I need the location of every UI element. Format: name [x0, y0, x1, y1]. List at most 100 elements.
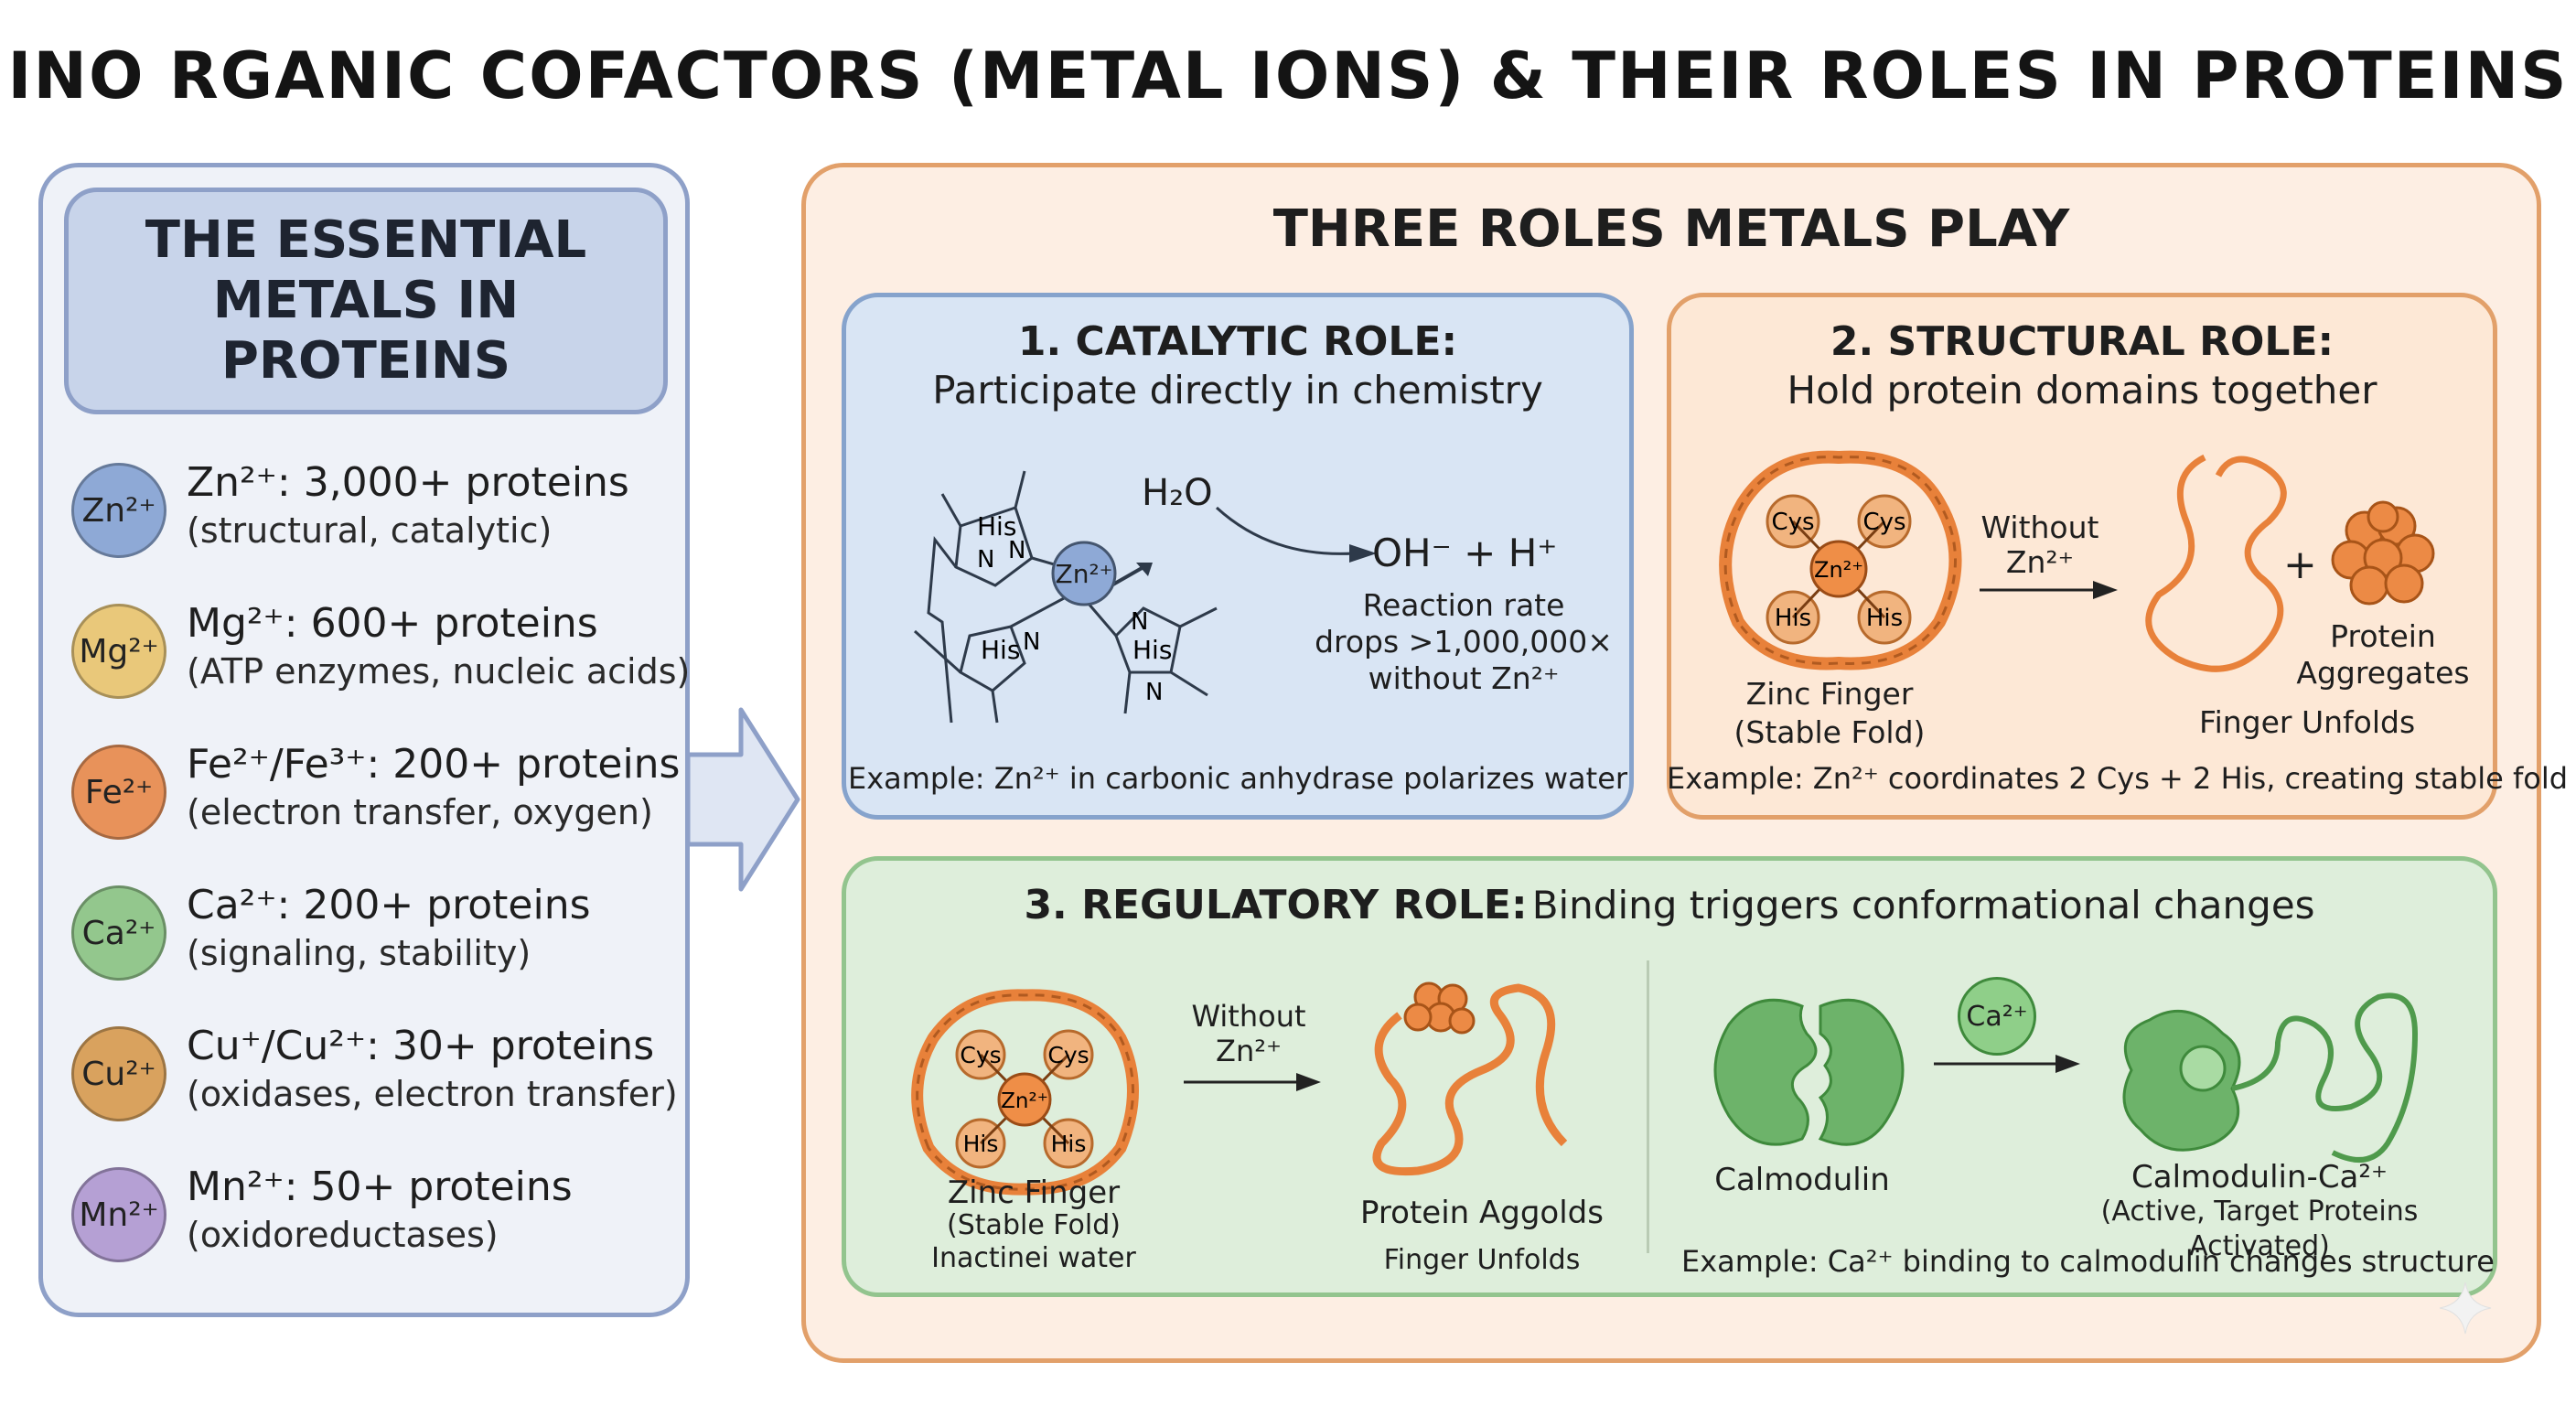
manganese-ion-badge: Mn²⁺ [71, 1167, 166, 1262]
regulatory-example: Example: Ca²⁺ binding to calmodulin chan… [1681, 1244, 2495, 1279]
reaction-products: OH⁻ + H⁺ [1372, 531, 1558, 575]
calmodulin-label: Calmodulin [1714, 1162, 1890, 1198]
regulatory-divider [1647, 960, 1649, 1253]
regulatory-heading: 3. REGULATORY ROLE: Binding triggers con… [842, 882, 2497, 928]
fold-line: Inactinei water [931, 1242, 1136, 1274]
arrow-right-icon [1934, 1055, 2080, 1073]
aggregates-line: Aggregates [2296, 655, 2470, 691]
calmodulin-calcium-complex-icon [2122, 992, 2419, 1163]
his-label: His [1132, 635, 1172, 665]
metal-item-iron: Fe²⁺ Fe²⁺/Fe³⁺: 200+ proteins (electron … [71, 734, 693, 853]
heading-line: PROTEINS [220, 331, 511, 391]
reaction-rate-note: Reaction rate drops >1,000,000× without … [1299, 587, 1628, 697]
n-label: N [1131, 608, 1148, 636]
metal-item-zinc: Zn²⁺ Zn²⁺: 3,000+ proteins (structural, … [71, 452, 693, 571]
n-label: N [977, 546, 994, 574]
heading-line: THE ESSENTIAL [145, 210, 587, 270]
calcium-ion-badge: Ca²⁺ [71, 885, 166, 981]
metal-count: Cu⁺/Cu²⁺: 30+ proteins [187, 1023, 655, 1069]
fold-line: (Stable Fold) [1733, 714, 1926, 750]
rate-line: Reaction rate [1362, 587, 1565, 623]
n-label: N [1023, 628, 1040, 656]
metal-count: Ca²⁺: 200+ proteins [187, 882, 591, 928]
structural-example: Example: Zn²⁺ coordinates 2 Cys + 2 His,… [1667, 761, 2569, 796]
metal-item-manganese: Mn²⁺ Mn²⁺: 50+ proteins (oxidoreductases… [71, 1156, 693, 1275]
zinc-ion-icon [1051, 541, 1117, 606]
cys-label: Cys [1047, 1042, 1089, 1068]
regulatory-title: 3. REGULATORY ROLE: [1024, 882, 1528, 928]
zinc-ion-label: Zn²⁺ [1814, 557, 1863, 583]
without-zinc-label: Without Zn²⁺ [1180, 999, 1317, 1068]
n-label: N [1008, 537, 1025, 564]
his-label: His [981, 635, 1020, 665]
zinc-active-site-diagram: Zn²⁺ His N N His N His N N H₂O [913, 470, 1377, 724]
protein-aggregate-icon [2331, 500, 2435, 606]
zinc-ion-badge: Zn²⁺ [71, 463, 166, 558]
catalytic-title: 1. CATALYTIC ROLE: [1017, 318, 1458, 365]
roles-heading: THREE ROLES METALS PLAY [1272, 199, 2070, 259]
his-label: His [1051, 1131, 1087, 1157]
regulatory-subtitle: Binding triggers conformational changes [1531, 883, 2315, 928]
catalytic-role-box [842, 293, 1634, 820]
fold-line: (Stable Fold) [947, 1209, 1121, 1241]
rate-line: without Zn²⁺ [1368, 660, 1560, 696]
cys-label: Cys [1862, 509, 1905, 536]
zinc-finger-icon: Zn²⁺ Cys Cys His His [911, 989, 1139, 1196]
metal-roles: (oxidases, electron transfer) [187, 1074, 678, 1114]
flow-arrow-icon [685, 707, 800, 892]
active-line: (Active, Target Proteins Activated) [2100, 1196, 2419, 1262]
arrow-right-icon [1184, 1073, 1321, 1091]
without-line: Zn²⁺ [2005, 544, 2075, 580]
metal-item-copper: Cu²⁺ Cu⁺/Cu²⁺: 30+ proteins (oxidases, e… [71, 1015, 693, 1134]
zinc-ion-label: Zn²⁺ [1001, 1089, 1048, 1113]
fold-line: Zinc Finger [1745, 676, 1914, 712]
zinc-ion-label: Zn²⁺ [1056, 559, 1113, 589]
rate-line: drops >1,000,000× [1315, 624, 1613, 660]
magnesium-ion-badge: Mg²⁺ [71, 604, 166, 699]
water-label: H₂O [1142, 472, 1213, 514]
calcium-ion-icon: Ca²⁺ [1958, 977, 2036, 1056]
catalytic-example: Example: Zn²⁺ in carbonic anhydrase pola… [847, 761, 1628, 796]
aggregates-line: Protein [2330, 618, 2436, 654]
sparkle-icon [2439, 1282, 2492, 1335]
without-line: Zn²⁺ [1216, 1034, 1282, 1068]
zinc-finger-icon: Zn²⁺ Cys Cys His His [1719, 450, 1962, 670]
metal-roles: (oxidoreductases) [187, 1215, 499, 1255]
without-zinc-label: Without Zn²⁺ [1939, 510, 2141, 580]
cys-label: Cys [960, 1042, 1001, 1068]
n-label: N [1145, 679, 1163, 706]
without-line: Without [1191, 999, 1306, 1034]
heading-line: METALS IN [212, 271, 520, 330]
fold-line: Zinc Finger [947, 1174, 1121, 1211]
finger-unfolds-label: Finger Unfolds [2199, 704, 2416, 740]
structural-subtitle: Hold protein domains together [1787, 368, 2377, 413]
metal-roles: (structural, catalytic) [187, 510, 553, 551]
his-label: His [963, 1131, 999, 1157]
cys-label: Cys [1771, 509, 1814, 536]
iron-ion-badge: Fe²⁺ [71, 745, 166, 840]
aggregates-label: Protein Aggregates [2287, 618, 2479, 692]
essential-metals-heading: THE ESSENTIAL METALS IN PROTEINS [64, 188, 668, 414]
his-label: His [977, 511, 1016, 542]
copper-ion-badge: Cu²⁺ [71, 1026, 166, 1121]
active-line: Calmodulin-Ca²⁺ [2131, 1159, 2388, 1196]
metal-roles: (ATP enzymes, nucleic acids) [187, 651, 691, 692]
metal-count: Fe²⁺/Fe³⁺: 200+ proteins [187, 741, 681, 788]
metal-item-calcium: Ca²⁺ Ca²⁺: 200+ proteins (signaling, sta… [71, 874, 693, 993]
his-label: His [1866, 605, 1903, 632]
zinc-finger-label: Zinc Finger (Stable Fold) [1720, 675, 1939, 752]
metal-count: Zn²⁺: 3,000+ proteins [187, 459, 629, 506]
catalytic-subtitle: Participate directly in chemistry [932, 368, 1543, 413]
calmodulin-icon [1713, 998, 1905, 1146]
calmodulin-calcium-label: Calmodulin-Ca²⁺ (Active, Target Proteins… [2031, 1160, 2488, 1264]
page-title: INO RGANIC COFACTORS (METAL IONS) & THEI… [7, 38, 2569, 113]
arrow-right-icon [1980, 581, 2118, 599]
zinc-finger-label: Zinc Finger (Stable Fold) Inactinei wate… [842, 1176, 1226, 1275]
without-line: Without [1980, 509, 2099, 545]
metal-count: Mg²⁺: 600+ proteins [187, 600, 598, 647]
plus-sign: + [2283, 542, 2317, 588]
metal-roles: (signaling, stability) [187, 933, 531, 973]
unfolded-chain-icon [2145, 454, 2287, 672]
metal-count: Mn²⁺: 50+ proteins [187, 1164, 573, 1210]
metal-roles: (electron transfer, oxygen) [187, 792, 653, 832]
